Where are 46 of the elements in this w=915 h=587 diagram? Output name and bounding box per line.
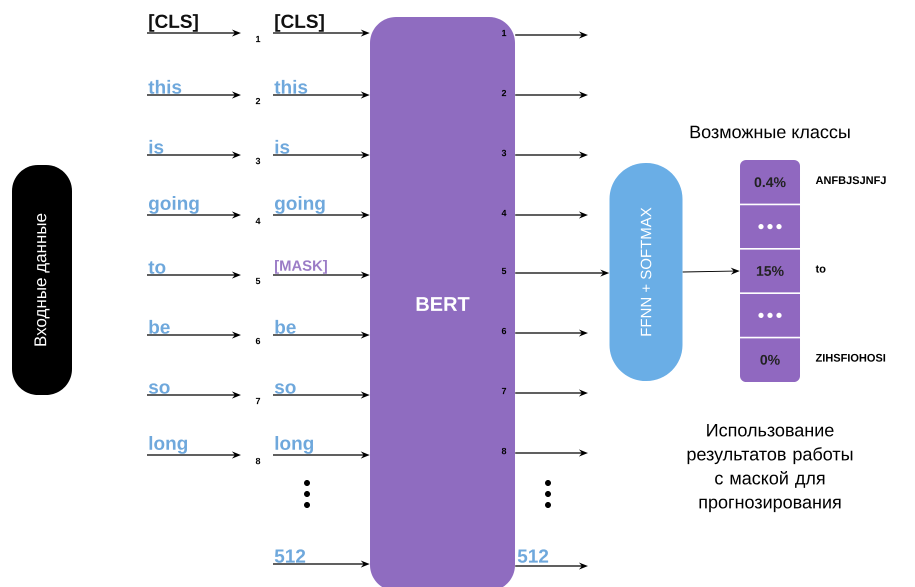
token-text: [MASK] — [275, 260, 327, 274]
probability-cell — [740, 204, 800, 230]
position-number: 5 — [256, 278, 260, 284]
token-text: to — [148, 261, 166, 274]
token-text: [CLS] — [149, 14, 198, 32]
token-text: going — [275, 196, 325, 214]
position-number: 7 — [256, 398, 260, 404]
edge-label: 512 — [518, 549, 548, 563]
edge-label: 3 — [502, 150, 506, 156]
edge-label: 5 — [502, 268, 506, 274]
token-text: 512 — [274, 549, 306, 563]
token-text: is — [276, 140, 290, 154]
heading: Возможные классы — [690, 126, 850, 138]
position-number: 1 — [256, 36, 260, 42]
token-text: going — [149, 196, 199, 214]
edge-label: 8 — [502, 448, 506, 454]
token-text: long — [276, 436, 314, 454]
probability-cell: 0% — [740, 336, 800, 365]
probability-cell: 0.4% — [754, 177, 786, 188]
class-name: ANFBJSJNFJ — [816, 176, 886, 184]
position-number: 8 — [256, 458, 260, 464]
position-number: 6 — [256, 338, 260, 344]
position-number: 3 — [256, 158, 260, 164]
position-number: 4 — [256, 218, 260, 224]
token-text: be — [149, 320, 170, 334]
caption-text: Использование результатов работы с маской для прогнозирования — [688, 424, 852, 512]
class-name: ZIHSFIOHOSI — [816, 354, 886, 362]
probability-cell: 15% — [740, 248, 800, 276]
token-text: [CLS] — [275, 14, 324, 32]
token-text: this — [274, 80, 308, 94]
classifier-pill: FFNN + SOFTMAX — [610, 163, 682, 381]
edge-label: 1 — [502, 30, 506, 36]
token-text: be — [275, 320, 296, 334]
class-name: to — [816, 265, 826, 273]
edge-label: 7 — [502, 388, 506, 394]
token-text: this — [148, 80, 182, 94]
probability-cell — [740, 292, 800, 318]
position-number: 2 — [256, 98, 260, 104]
token-text: is — [150, 140, 164, 154]
token-text: long — [150, 436, 188, 454]
token-text: so — [148, 383, 170, 394]
label-box: Входные данные — [12, 165, 72, 395]
token-text: so — [274, 383, 296, 394]
edge-label: 2 — [502, 90, 506, 96]
edge-label: 6 — [502, 328, 506, 334]
edge-label: 4 — [502, 210, 506, 216]
